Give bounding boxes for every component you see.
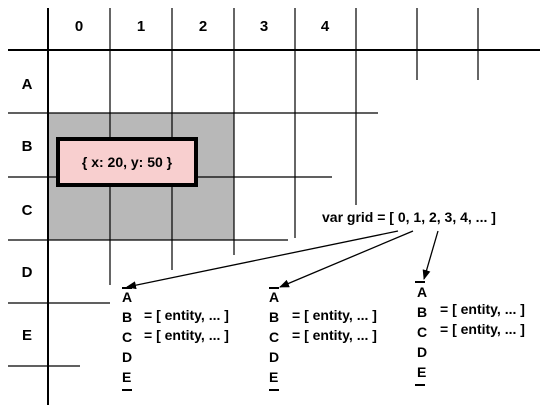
column-header: 3 xyxy=(260,18,268,35)
key-label: A xyxy=(417,284,427,300)
key-label: B xyxy=(269,309,279,325)
entry-label: = [ entity, ... ] xyxy=(144,307,229,323)
key-label: D xyxy=(417,344,427,360)
key-label: E xyxy=(122,369,131,385)
entry-label: = [ entity, ... ] xyxy=(144,327,229,343)
key-label: A xyxy=(122,289,132,305)
row-header: E xyxy=(22,327,32,344)
column-header: 2 xyxy=(199,18,207,35)
code-label: var grid = [ 0, 1, 2, 3, 4, ... ] xyxy=(322,209,496,225)
column-detail-1: A B C D E = [ entity, ... ] = [ entity, … xyxy=(269,287,377,391)
row-header: D xyxy=(22,264,33,281)
arrow-to-column-2 xyxy=(422,230,439,280)
key-label: C xyxy=(122,329,132,345)
key-label: D xyxy=(269,349,279,365)
key-label: C xyxy=(417,324,427,340)
arrow-to-column-0 xyxy=(126,230,399,290)
column-header: 0 xyxy=(75,18,83,35)
key-label: E xyxy=(269,369,278,385)
key-label: A xyxy=(269,289,279,305)
arrows xyxy=(126,230,439,290)
entry-label: = [ entity, ... ] xyxy=(440,301,525,317)
entity-box: { x: 20, y: 50 } xyxy=(56,137,198,187)
row-header: C xyxy=(22,202,33,219)
entry-label: = [ entity, ... ] xyxy=(440,321,525,337)
row-headers: A B C D E xyxy=(22,76,33,344)
entry-label: = [ entity, ... ] xyxy=(292,307,377,323)
column-header: 4 xyxy=(321,18,330,35)
key-label: C xyxy=(269,329,279,345)
arrow-to-column-1 xyxy=(279,230,414,288)
key-label: D xyxy=(122,349,132,365)
key-label: E xyxy=(417,364,426,380)
entity-label: { x: 20, y: 50 } xyxy=(82,154,173,170)
column-detail-2: A B C D E = [ entity, ... ] = [ entity, … xyxy=(415,281,525,386)
column-header: 1 xyxy=(137,18,145,35)
row-header: B xyxy=(22,138,33,155)
key-label: B xyxy=(122,309,132,325)
row-header: A xyxy=(22,76,33,93)
column-headers: 0 1 2 3 4 xyxy=(75,18,330,35)
column-detail-0: A B C D E = [ entity, ... ] = [ entity, … xyxy=(122,287,229,391)
key-label: B xyxy=(417,304,427,320)
entry-label: = [ entity, ... ] xyxy=(292,327,377,343)
